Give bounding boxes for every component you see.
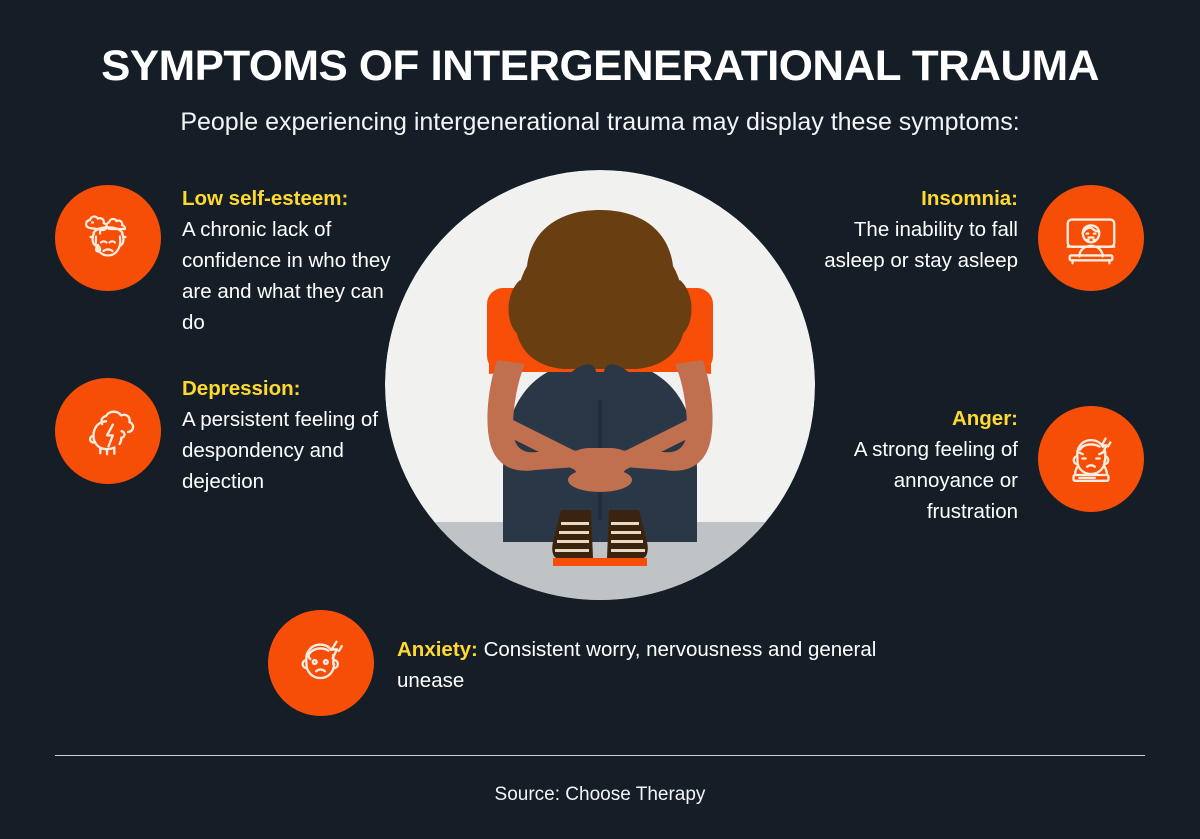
symptom-line: Anxiety: Consistent worry, nervousness a…: [397, 634, 897, 696]
symptom-text-depression: Depression: A persistent feeling of desp…: [182, 373, 397, 497]
symptom-text-anger: Anger: A strong feeling of annoyance or …: [800, 403, 1018, 527]
symptom-body: A chronic lack of confidence in who they…: [182, 218, 391, 334]
symptom-heading: Depression:: [182, 377, 301, 400]
symptom-icon-depression[interactable]: [55, 378, 161, 484]
central-illustration: [385, 170, 815, 600]
sad-face-rain-cloud-icon: [84, 215, 127, 257]
head-storm-cloud-lightning-icon: [88, 410, 135, 456]
symptom-heading: Insomnia:: [921, 187, 1018, 210]
symptom-heading: Anxiety:: [397, 638, 478, 661]
symptom-heading: Anger:: [951, 407, 1018, 430]
page-subtitle: People experiencing intergenerational tr…: [180, 108, 1020, 136]
person-sitting-hugging-knees-illustration: [385, 170, 815, 600]
symptom-body: Consistent worry, nervousness and genera…: [397, 638, 877, 692]
symptom-text-anxiety: Anxiety: Consistent worry, nervousness a…: [397, 634, 897, 696]
symptom-icon-anxiety[interactable]: [268, 610, 374, 716]
symptom-body: A strong feeling of annoyance or frustra…: [853, 438, 1018, 523]
symptom-icon-insomnia[interactable]: [1038, 185, 1144, 291]
worried-face-lightning-icon: [301, 640, 343, 680]
source-attribution: Source: Choose Therapy: [494, 784, 706, 805]
symptom-icon-low-self-esteem[interactable]: [55, 185, 161, 291]
angry-face-lightning-icon: [1072, 437, 1112, 482]
page-title: SYMPTOMS OF INTERGENERATIONAL TRAUMA: [101, 42, 1099, 90]
symptom-body: The inability to fall asleep or stay asl…: [824, 218, 1018, 272]
symptom-text-low-self-esteem: Low self-esteem: A chronic lack of confi…: [182, 183, 397, 338]
symptom-icon-anger[interactable]: [1038, 406, 1144, 512]
footer-divider: [55, 755, 1145, 756]
symptom-text-insomnia: Insomnia: The inability to fall asleep o…: [800, 183, 1018, 276]
symptom-heading: Low self-esteem:: [182, 187, 349, 210]
symptom-body: A persistent feeling of despondency and …: [182, 408, 379, 493]
person-awake-in-bed-icon: [1066, 218, 1116, 265]
